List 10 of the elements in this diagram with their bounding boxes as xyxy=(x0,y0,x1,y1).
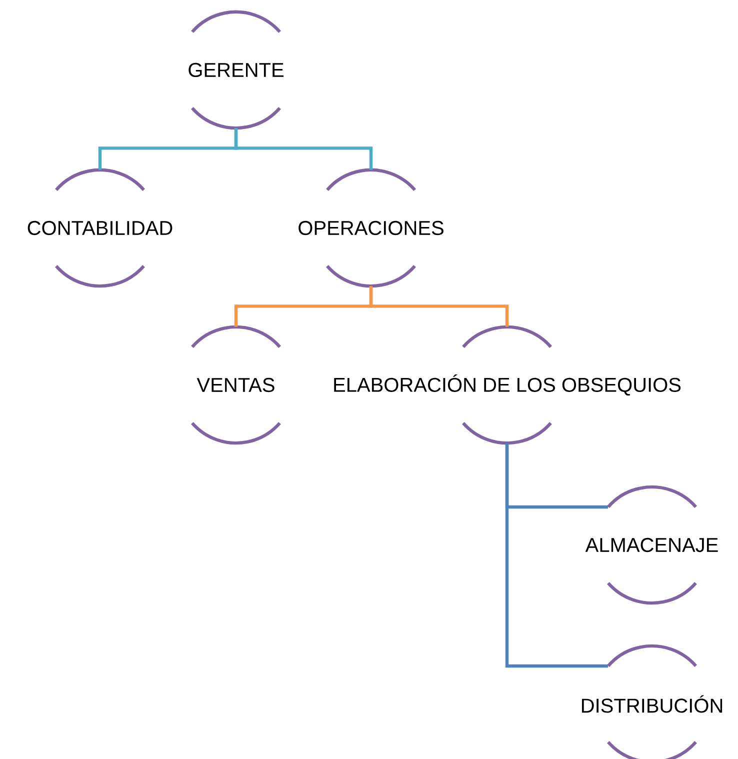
org-unit: GERENTE xyxy=(188,10,284,130)
connector-line xyxy=(369,286,509,327)
org-unit: CONTABILIDAD xyxy=(28,168,172,288)
org-unit: VENTAS xyxy=(191,325,281,445)
connector-line xyxy=(234,128,373,170)
connector-line xyxy=(505,443,608,668)
org-unit: DISTRIBUCIÓN xyxy=(582,644,722,759)
org-unit: ELABORACIÓN DE LOS OBSEQUIOS xyxy=(334,325,681,445)
org-unit: OPERACIONES xyxy=(298,168,444,288)
org-unit: ALMACENAJE xyxy=(585,485,718,605)
